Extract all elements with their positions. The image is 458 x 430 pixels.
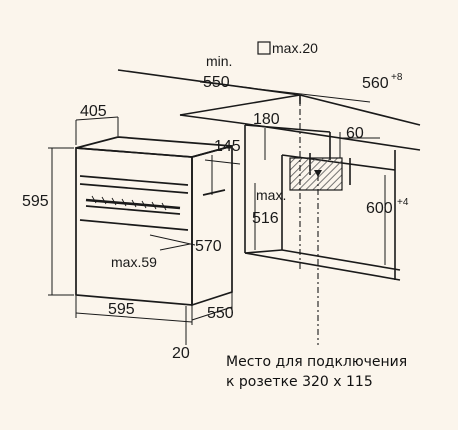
- socket-arrow: [314, 170, 322, 177]
- caption-line-2: к розетке 320 x 115: [226, 374, 373, 390]
- label-145: 145: [214, 138, 241, 155]
- label-405: 405: [80, 103, 107, 120]
- socket-zone: [289, 157, 343, 191]
- label-550-bottom: 550: [207, 305, 234, 322]
- handle-hatching: [91, 195, 167, 211]
- label-max59: max.59: [111, 254, 157, 270]
- label-516: 516: [252, 210, 279, 227]
- label-570: 570: [195, 238, 222, 255]
- cabinet-niche: [117, 69, 421, 281]
- label-max: max.: [256, 187, 286, 203]
- label-60: 60: [346, 125, 364, 142]
- square-icon: [257, 41, 271, 55]
- label-max20: max.20: [272, 40, 318, 56]
- label-595-bottom: 595: [108, 301, 135, 318]
- label-180: 180: [253, 111, 280, 128]
- label-20: 20: [172, 345, 190, 362]
- label-560: 560: [362, 75, 389, 92]
- socket-caption: Место для подключения к розетке 320 x 11…: [226, 352, 407, 392]
- label-595-left: 595: [22, 193, 49, 210]
- label-560-tolerance: +8: [391, 72, 403, 83]
- label-min: min.: [206, 53, 232, 69]
- oven: [75, 136, 233, 307]
- caption-line-1: Место для подключения: [226, 354, 408, 370]
- label-600: 600: [366, 200, 393, 217]
- dimension-lines: [48, 81, 386, 345]
- label-600-tolerance: +4: [397, 197, 409, 208]
- label-550-top: 550: [203, 74, 230, 91]
